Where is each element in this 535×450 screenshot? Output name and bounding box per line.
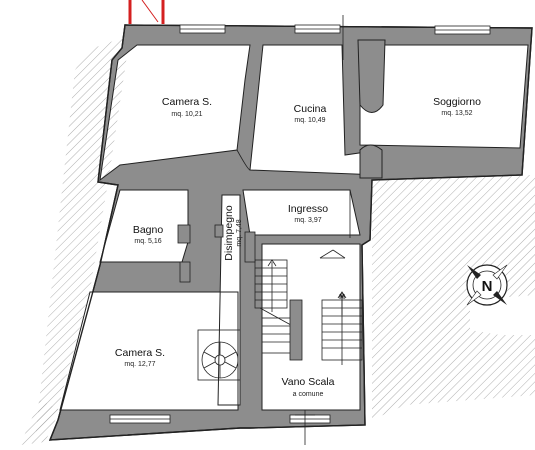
room-label-bagno: Bagno mq. 5,16	[133, 224, 164, 245]
compass-label: N	[482, 278, 493, 295]
svg-text:Cucina: Cucina	[294, 103, 327, 115]
svg-text:Camera S.: Camera S.	[162, 96, 212, 108]
svg-text:a comune: a comune	[293, 391, 324, 398]
room-label-cucina: Cucina mq. 10,49	[294, 103, 327, 124]
doors	[236, 15, 351, 445]
svg-text:Vano Scala: Vano Scala	[282, 376, 335, 388]
walls	[48, 24, 533, 441]
room-label-soggiorno: Soggiorno mq. 13,52	[433, 96, 481, 117]
svg-text:Bagno: Bagno	[133, 224, 164, 236]
stairs-left	[254, 259, 301, 354]
svg-text:Disimpegno: Disimpegno	[223, 205, 235, 261]
svg-text:Soggiorno: Soggiorno	[433, 96, 481, 108]
svg-text:mq. 12,77: mq. 12,77	[124, 361, 155, 368]
room-label-camera-2: Camera S. mq. 12,77	[115, 347, 165, 368]
svg-text:mq. 7,48: mq. 7,48	[236, 219, 243, 246]
spiral-stair-icon	[197, 329, 241, 381]
svg-text:mq. 10,21: mq. 10,21	[171, 111, 202, 118]
svg-text:Camera S.: Camera S.	[115, 347, 165, 359]
room-label-camera-1: Camera S. mq. 10,21	[162, 96, 212, 118]
room-label-disimpegno: Disimpegno mq. 7,48	[223, 205, 243, 261]
room-label-ingresso: Ingresso mq. 3,97	[288, 203, 328, 224]
svg-text:mq. 5,16: mq. 5,16	[134, 238, 161, 245]
svg-text:mq. 10,49: mq. 10,49	[294, 117, 325, 124]
wall-stubs	[177, 224, 303, 361]
north-compass-icon: N	[466, 264, 508, 306]
hatched-neighbor-right	[372, 175, 535, 420]
stair-marker: M	[339, 294, 345, 301]
room-label-vano-scala: Vano Scala a comune	[282, 376, 335, 398]
svg-text:mq. 13,52: mq. 13,52	[441, 110, 472, 117]
pillar	[357, 39, 386, 179]
red-window-marks	[128, 0, 165, 24]
room-outlines	[59, 44, 529, 411]
svg-text:mq. 3,97: mq. 3,97	[294, 217, 321, 224]
svg-text:Ingresso: Ingresso	[288, 203, 328, 215]
